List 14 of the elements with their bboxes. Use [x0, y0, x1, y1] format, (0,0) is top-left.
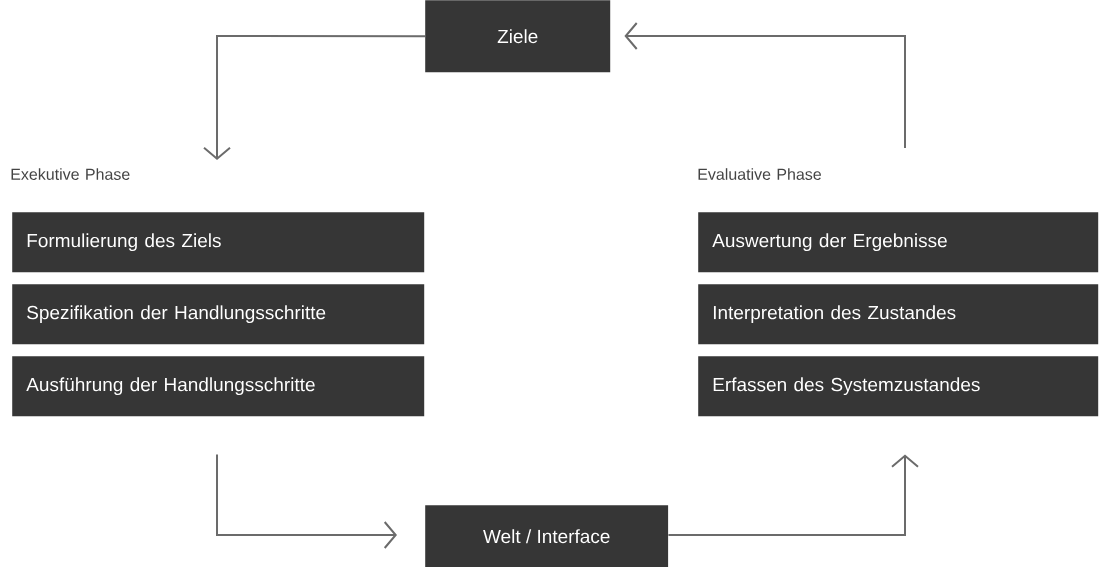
- title-box: Welt / Interface: [425, 505, 669, 567]
- step-box: Formulierung des Ziels: [12, 212, 425, 273]
- title-box: Ziele: [425, 0, 611, 73]
- step-box: Spezifikation der Handlungsschritte: [12, 284, 425, 345]
- arrow: [216, 453, 397, 549]
- arrow: [667, 454, 919, 536]
- arrow: [203, 35, 426, 160]
- step-box: Ausführung der Handlungsschritte: [12, 356, 425, 417]
- arrow: [624, 22, 906, 149]
- step-box: Erfassen des Systemzustandes: [698, 356, 1099, 417]
- phase-heading: Exekutive Phase: [11, 168, 130, 180]
- step-box: Interpretation des Zustandes: [698, 284, 1099, 345]
- step-box: Auswertung der Ergebnisse: [698, 212, 1099, 273]
- phase-heading: Evaluative Phase: [698, 168, 821, 180]
